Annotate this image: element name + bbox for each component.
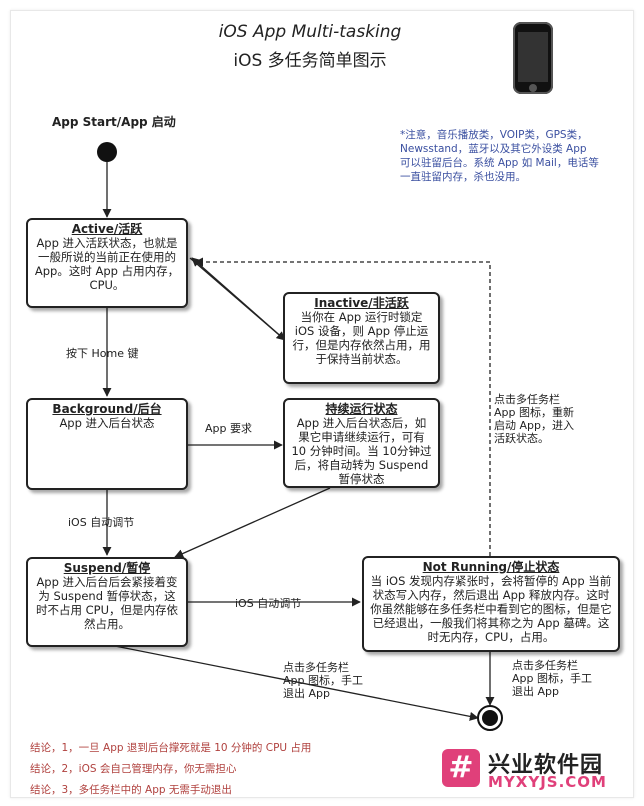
state-inactive-body: 当你在 App 运行时锁定 iOS 设备，则 App 停止运行，但是内存依然占用… [292, 310, 431, 366]
watermark-logo-icon: # [442, 749, 480, 787]
label-restart: 点击多任务栏 App 图标，重新启动 App，进入活跃状态。 [494, 393, 574, 445]
state-suspend: Suspend/暂停 App 进入后台后会紧接着变为 Suspend 暂停状态，… [26, 557, 188, 647]
state-notrunning-body: 当 iOS 发现内存紧张时，会将暂停的 App 当前状态写入内存，然后退出 Ap… [370, 574, 612, 644]
end-node [482, 710, 498, 726]
state-background-head: Background/后台 [52, 402, 162, 416]
label-home: 按下 Home 键 [66, 347, 139, 360]
label-quit-1: 点击多任务栏 App 图标，手工退出 App [283, 661, 363, 700]
conclusion-3: 结论，3，多任务栏中的 App 无需手动退出 [30, 784, 232, 796]
state-continue-body: App 进入后台状态后，如果它申请继续运行，可有 10 分钟时间。当 10分钟过… [291, 416, 432, 486]
state-inactive-head: Inactive/非活跃 [314, 296, 409, 310]
label-auto-adjust-2: iOS 自动调节 [235, 597, 302, 610]
state-active-body: App 进入活跃状态，也就是一般所说的当前正在使用的 App。这时 App 占用… [34, 236, 180, 292]
start-label: App Start/App 启动 [52, 115, 176, 129]
start-node [97, 142, 117, 162]
state-notrunning-head: Not Running/停止状态 [422, 560, 560, 574]
state-continue-head: 持续运行状态 [325, 402, 398, 416]
state-notrunning: Not Running/停止状态 当 iOS 发现内存紧张时，会将暂停的 App… [362, 556, 620, 652]
state-background: Background/后台 App 进入后台状态 [26, 398, 188, 490]
conclusion-2: 结论，2，iOS 会自己管理内存，你无需担心 [30, 763, 237, 775]
label-app-request: App 要求 [205, 422, 252, 435]
state-inactive: Inactive/非活跃 当你在 App 运行时锁定 iOS 设备，则 App … [283, 292, 440, 384]
state-background-body: App 进入后台状态 [59, 416, 155, 430]
state-suspend-body: App 进入后台后会紧接着变为 Suspend 暂停状态，这时不占用 CPU，但… [35, 575, 179, 631]
state-active-head: Active/活跃 [71, 222, 143, 236]
state-suspend-head: Suspend/暂停 [63, 561, 151, 575]
label-auto-adjust-1: iOS 自动调节 [68, 516, 135, 529]
end-node-ring [477, 705, 503, 731]
conclusion-1: 结论，1，一旦 App 退到后台撑死就是 10 分钟的 CPU 占用 [30, 742, 312, 754]
state-active: Active/活跃 App 进入活跃状态，也就是一般所说的当前正在使用的 App… [26, 218, 188, 308]
note-text: *注意，音乐播放类，VOIP类，GPS类，Newsstand，蓝牙以及其它外设类… [400, 129, 599, 183]
title-english: iOS App Multi-tasking [218, 22, 402, 42]
iphone-icon [513, 22, 553, 94]
watermark: # 兴业软件园 MYXYJS.COM [430, 745, 630, 795]
watermark-name: 兴业软件园 [488, 753, 604, 778]
title-chinese: iOS 多任务简单图示 [233, 51, 387, 71]
state-continue: 持续运行状态 App 进入后台状态后，如果它申请继续运行，可有 10 分钟时间。… [283, 398, 440, 488]
label-quit-2: 点击多任务栏 App 图标，手工退出 App [512, 659, 592, 698]
watermark-url: MYXYJS.COM [488, 773, 607, 791]
